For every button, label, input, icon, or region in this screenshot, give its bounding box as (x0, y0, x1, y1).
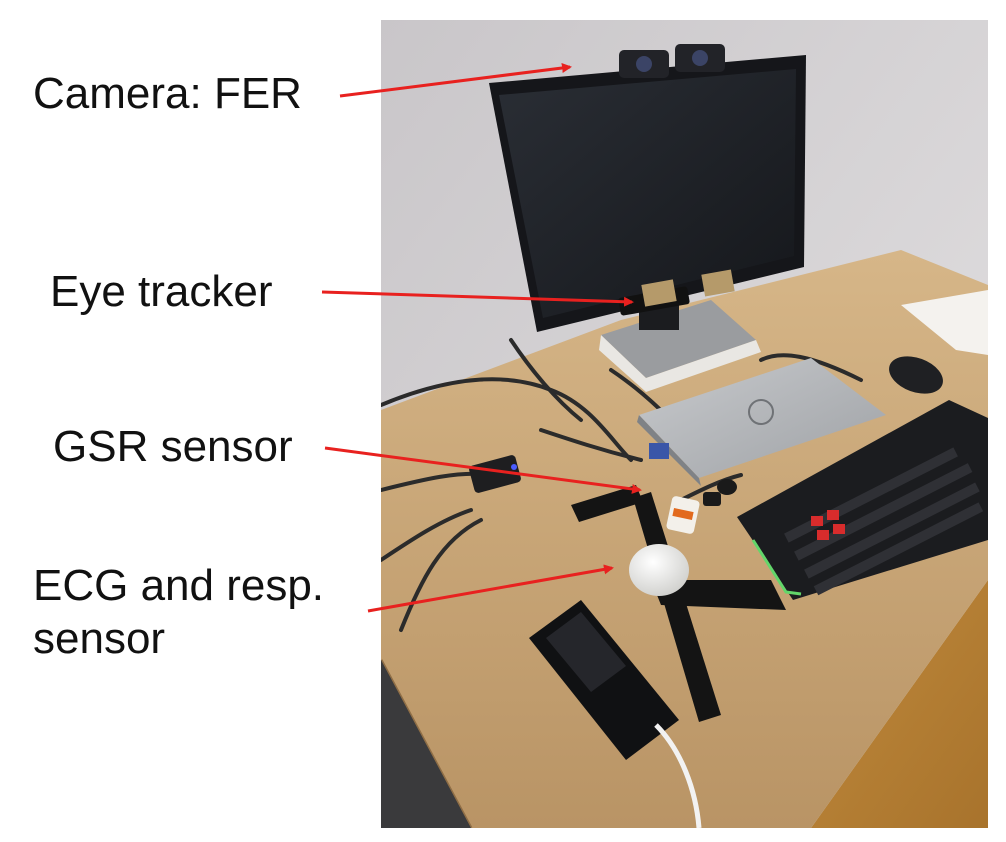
desk-setup-photo (381, 20, 988, 828)
label-ecg-line2: sensor (33, 613, 166, 663)
gsr-device-accent (672, 508, 694, 520)
phone-cable (654, 723, 702, 828)
dongle (703, 492, 721, 506)
mouse (889, 356, 943, 394)
webcam-left-lens (636, 56, 652, 72)
phone-screen-reflection (546, 612, 626, 692)
label-gsr-sensor: GSR sensor (53, 422, 293, 471)
hub-led (511, 464, 517, 470)
book-stack (599, 335, 761, 392)
webcam-right-lens (692, 50, 708, 66)
red-keycaps (811, 510, 845, 540)
paper-sheet (901, 290, 988, 355)
monitor-base (601, 300, 756, 378)
label-ecg-resp-sensor: ECG and resp. sensor (33, 560, 324, 666)
laptop-logo (748, 399, 774, 425)
tape-right (701, 269, 735, 297)
label-camera-fer: Camera: FER (33, 69, 302, 118)
vga-connector (649, 443, 669, 459)
keyboard-glow (751, 539, 802, 596)
laptop (639, 358, 886, 478)
label-ecg-line1: ECG and resp. (33, 561, 325, 610)
monitor-screen (499, 69, 796, 318)
under-desk (381, 660, 471, 828)
tape-left (641, 279, 677, 307)
label-eye-tracker: Eye tracker (50, 267, 273, 316)
dongle-round (717, 479, 737, 495)
keyboard-keys (784, 447, 984, 596)
ecg-sensor-pod (629, 544, 689, 596)
